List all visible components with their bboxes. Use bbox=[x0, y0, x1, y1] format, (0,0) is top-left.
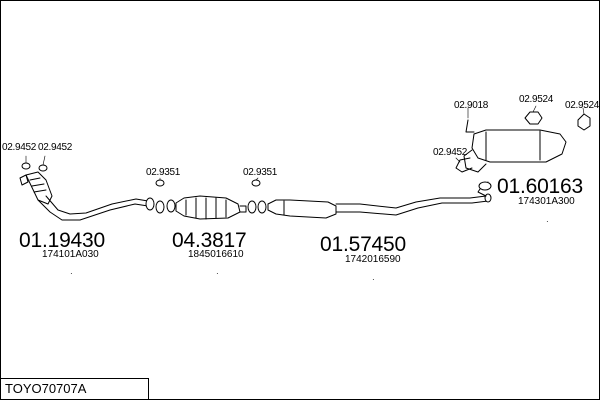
hanger-illustration bbox=[455, 111, 591, 173]
gasket-a-number: 02.9452 bbox=[2, 142, 37, 153]
hanger-a-number: 02.9524 bbox=[519, 94, 554, 105]
gasket-b-number: 02.9452 bbox=[38, 142, 73, 153]
bracket-number: 02.9018 bbox=[454, 100, 489, 111]
drawing-code-box: TOYO70707A bbox=[0, 378, 149, 399]
gasket-d-number: 02.9351 bbox=[243, 167, 278, 178]
middle-pipe-number: 01.57450 bbox=[320, 233, 406, 256]
rear-silencer-number: 01.60163 bbox=[497, 175, 583, 198]
mark-dot: · bbox=[372, 275, 375, 284]
middle-pipe-illustration bbox=[267, 193, 492, 219]
mark-dot: · bbox=[216, 269, 219, 278]
mark-dot: · bbox=[546, 217, 549, 226]
front-pipe-number: 01.19430 bbox=[19, 229, 105, 252]
rear-silencer-oem: 174301A300 bbox=[518, 196, 575, 207]
catalytic-converter-illustration bbox=[155, 195, 247, 220]
rear-silencer-illustration bbox=[463, 129, 567, 197]
catalytic-converter-oem: 1845016610 bbox=[188, 249, 244, 260]
gasket-e-number: 02.9452 bbox=[433, 147, 468, 158]
gasket-c-number: 02.9351 bbox=[146, 167, 181, 178]
middle-pipe-oem: 1742016590 bbox=[345, 254, 401, 265]
mark-dot: · bbox=[70, 269, 73, 278]
gasket-front-illustration bbox=[21, 162, 48, 172]
leader-lines bbox=[25, 105, 585, 181]
front-pipe-oem: 174101A030 bbox=[42, 249, 99, 260]
catalytic-converter-number: 04.3817 bbox=[172, 229, 247, 252]
hanger-b-number: 02.9524 bbox=[565, 100, 600, 111]
front-pipe-illustration bbox=[19, 171, 155, 221]
